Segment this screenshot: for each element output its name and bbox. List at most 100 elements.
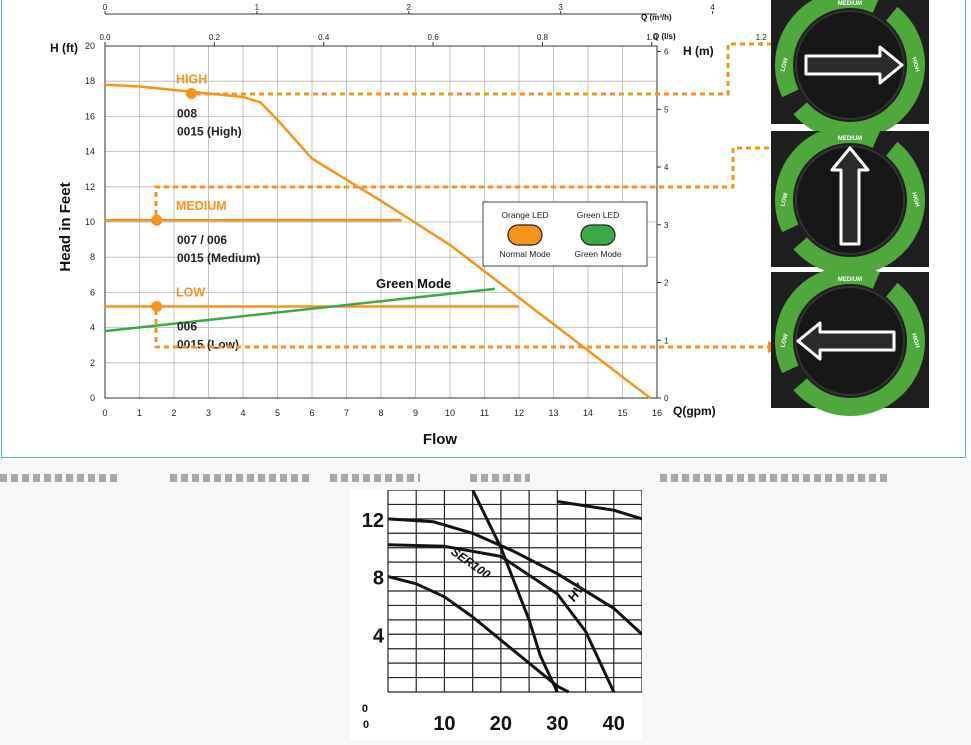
x-tick-label: 11 [480, 408, 489, 418]
b-y-tick-label: 8 [373, 568, 384, 590]
model-label: 008 [177, 107, 197, 121]
right-tick-label-m: 6 [664, 48, 669, 57]
b-x-tick-label: 40 [603, 713, 625, 735]
dial-green-ring [775, 266, 925, 416]
clipped-text-fragment [660, 474, 890, 482]
setting-point-high [185, 88, 197, 100]
y-axis-title: Head in Feet [57, 182, 74, 271]
y-tick-label: 6 [90, 287, 95, 297]
model-label: 0015 (Low) [177, 337, 239, 351]
setting-point-medium [151, 214, 163, 226]
legend-caption: Normal Mode [499, 249, 550, 259]
legend-title: Orange LED [501, 210, 548, 220]
model-label: 0015 (High) [177, 125, 242, 139]
b-series-line-3 [387, 517, 644, 636]
top-tick-label-m3h: 3 [558, 3, 563, 12]
setting-point-low [151, 300, 163, 312]
x-tick-label: 16 [652, 408, 662, 418]
x-tick-label: 0 [102, 408, 107, 418]
top-tick-label-m3h: 4 [710, 3, 715, 12]
model-label: 0015 (Medium) [177, 251, 260, 265]
top-axis-label-ls: Q (l/s) [653, 32, 676, 41]
speed-dial-1: MEDIUM LOW HIGH [771, 0, 929, 140]
b-x-tick-label: 20 [490, 713, 512, 735]
dial-label-high: HIGH [910, 192, 920, 208]
y-tick-label: 2 [90, 358, 95, 368]
speed-dial-2: MEDIUM LOW HIGH [771, 125, 929, 275]
dial-pointer-arrow [796, 321, 896, 361]
legend-caption: Green Mode [574, 249, 622, 259]
right-axis-label-m: H (m) [683, 44, 714, 58]
top-tick-label-m3h: 2 [407, 3, 412, 12]
green-mode-label: Green Mode [376, 276, 451, 291]
y-unit-label: H (ft) [50, 41, 78, 55]
x-tick-label: 4 [240, 408, 245, 418]
x-tick-label: 3 [206, 408, 211, 418]
series-line-high [104, 83, 651, 399]
top-tick-label-ls: 0.8 [537, 33, 549, 42]
dial-pointer-arrow [830, 146, 870, 246]
b-series-label-hv: HV [564, 580, 587, 604]
y-tick-label: 10 [85, 217, 95, 227]
leader-low [154, 310, 768, 349]
dial-pointer-arrow [804, 45, 904, 85]
dial-label-medium: MEDIUM [838, 136, 862, 142]
y-tick-label: 14 [85, 147, 95, 157]
right-tick-label-m: 0 [664, 394, 669, 403]
series-line-green-mode [104, 287, 496, 333]
setting-label: LOW [176, 285, 205, 299]
y-tick-label: 4 [90, 323, 95, 333]
top-tick-label-ls: 0.6 [428, 33, 440, 42]
y-tick-label: 16 [85, 111, 95, 121]
right-tick-label-m: 4 [664, 163, 669, 172]
x-tick-label: 1 [137, 408, 142, 418]
clipped-text-fragment [0, 474, 120, 482]
b-x-tick-label: 10 [433, 713, 455, 735]
dial-label-high: HIGH [910, 333, 920, 349]
b-y-tick-label: 0 [362, 703, 368, 715]
clipped-text-row [0, 460, 971, 482]
x-axis-title: Flow [423, 431, 457, 448]
y-tick-label: 0 [90, 393, 95, 403]
y-tick-label: 20 [85, 41, 95, 51]
top-tick-label-m3h: 0 [103, 3, 108, 12]
x-unit-label: Q(gpm) [673, 404, 716, 418]
clipped-text-fragment [330, 474, 420, 482]
right-tick-label-m: 5 [664, 105, 669, 114]
dial-label-medium: MEDIUM [838, 277, 862, 283]
top-tick-label-m3h: 1 [255, 3, 260, 12]
dial-label-low: LOW [780, 57, 790, 72]
top-tick-label-ls: 1.0 [646, 33, 658, 42]
x-tick-label: 15 [617, 408, 627, 418]
top-tick-label-ls: 0.0 [99, 33, 111, 42]
top-axis-label-m3h: Q (m³/h) [641, 13, 672, 22]
x-tick-label: 14 [583, 408, 593, 418]
legend-title: Green LED [577, 210, 620, 220]
b-series-line-4 [471, 489, 559, 693]
b-series-line-2 [387, 543, 616, 693]
dial-label-low: LOW [780, 192, 790, 207]
legend-swatch [580, 224, 616, 246]
x-tick-label: 2 [171, 408, 176, 418]
y-tick-label: 12 [85, 182, 95, 192]
x-tick-label: 7 [344, 408, 349, 418]
top-tick-label-ls: 0.4 [318, 33, 330, 42]
top-tick-label-ls: 1.2 [756, 33, 768, 42]
x-tick-label: 6 [309, 408, 314, 418]
y-tick-label: 18 [85, 76, 95, 86]
legend: Orange LED Normal Mode Green LED Green Mode [482, 201, 648, 267]
dial-label-high: HIGH [910, 57, 920, 73]
model-label: 007 / 006 [177, 233, 227, 247]
b-x-tick-label: 0 [363, 719, 369, 731]
plot-border [104, 45, 658, 399]
x-tick-label: 9 [413, 408, 418, 418]
right-tick-label-m: 1 [664, 336, 669, 345]
panel-frame [1, 0, 966, 458]
